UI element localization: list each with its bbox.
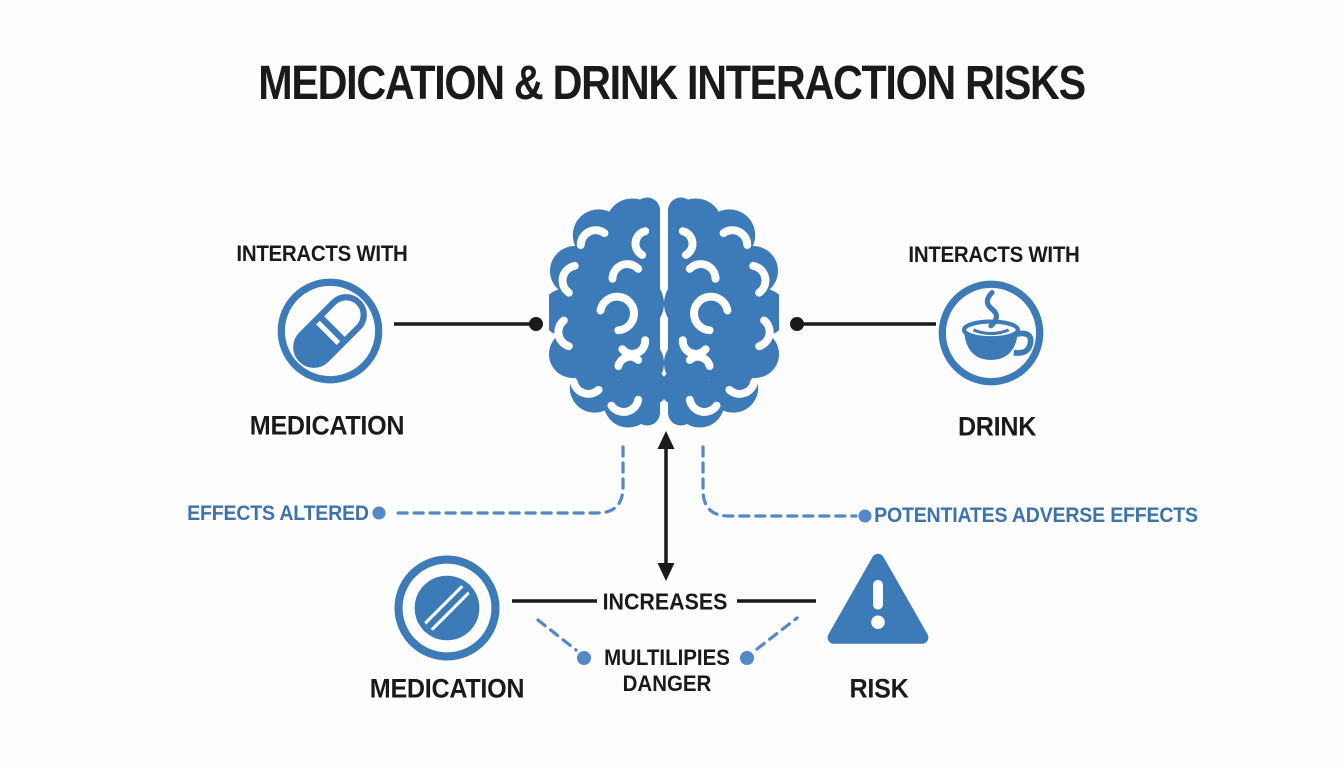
multiplies-danger-label: MULTILIPIES DANGER xyxy=(604,645,730,697)
multiplies-danger-line1: MULTILIPIES xyxy=(604,645,730,670)
prohibition-icon xyxy=(394,555,500,661)
risk-label: RISK xyxy=(849,673,909,704)
drink-circle-ring xyxy=(938,280,1044,386)
brain-icon xyxy=(549,189,779,432)
medication-top-label: MEDICATION xyxy=(249,410,405,441)
increases-label: INCREASES xyxy=(602,588,728,615)
coffee-cup-icon xyxy=(938,280,1044,386)
drink-label: DRINK xyxy=(957,411,1037,442)
potentiates-dashed-connector xyxy=(701,445,872,523)
page-title-text: MEDICATION & DRINK INTERACTION RISKS xyxy=(258,57,1087,110)
drink-brain-connector xyxy=(790,317,936,331)
effects-altered-dashed-connector xyxy=(372,445,625,520)
medication-bottom-label: MEDICATION xyxy=(369,673,525,704)
multiplies-danger-line2: DANGER xyxy=(622,671,712,696)
effects-altered-label: EFFECTS ALTERED xyxy=(187,502,369,525)
multiplies-right-dashed-connector xyxy=(740,616,799,665)
interacts-with-label-right: INTERACTS WITH xyxy=(908,242,1080,267)
potentiates-adverse-effects-label: POTENTIATES ADVERSE EFFECTS xyxy=(874,504,1198,527)
pill-capsule-icon xyxy=(277,278,383,384)
interacts-with-label-left: INTERACTS WITH xyxy=(236,241,408,266)
medication-brain-connector xyxy=(394,317,543,331)
prohibition-circle-ring xyxy=(394,555,500,661)
page-title: MEDICATION & DRINK INTERACTION RISKS xyxy=(0,56,1344,111)
pill-circle-ring xyxy=(277,278,383,384)
multiplies-left-dashed-connector xyxy=(536,618,591,665)
warning-triangle-icon xyxy=(827,553,929,644)
brain-increases-double-arrow xyxy=(657,431,675,581)
